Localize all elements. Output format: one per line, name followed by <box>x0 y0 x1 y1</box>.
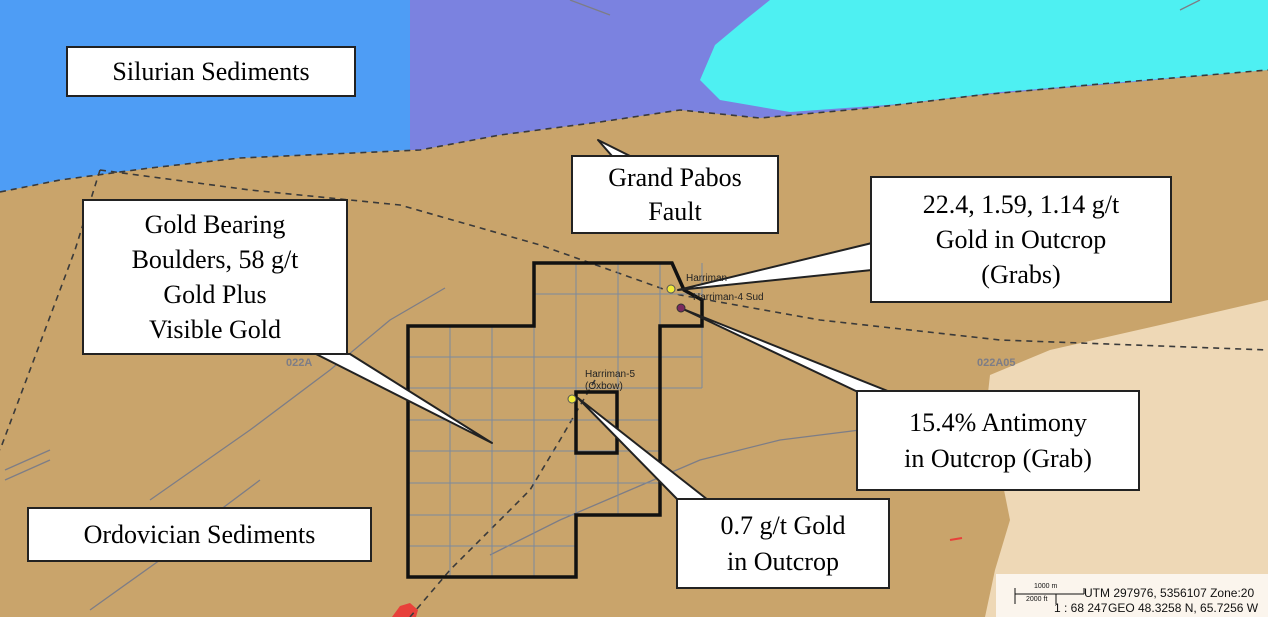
claim-grid <box>408 263 703 577</box>
cyan-unit <box>700 0 1268 112</box>
fault-diagonal <box>99 169 1268 351</box>
label-harriman-5: Harriman-5 <box>585 369 636 380</box>
label-harriman-4-sud: Harriman-4 Sud <box>693 292 764 303</box>
scale-bar <box>1014 588 1085 604</box>
boulders-callout: Gold Bearing Boulders, 58 g/t Gold Plus … <box>82 199 348 355</box>
boulders-callout-line: Gold Plus <box>163 280 267 309</box>
lineament <box>1179 0 1201 11</box>
utm-readout: UTM 297976, 5356107 Zone:20 <box>1084 586 1255 600</box>
sheet-label-left: 022A <box>286 357 313 369</box>
red-patch <box>392 603 418 617</box>
antimony-callout-line: 15.4% Antimony <box>909 407 1087 437</box>
oxbow-block-outline <box>574 390 619 455</box>
grabs-callout-line: 22.4, 1.59, 1.14 g/t <box>922 190 1120 219</box>
outcrop-callout-line: 0.7 g/t Gold <box>720 510 846 540</box>
grabs-callout-line: (Grabs) <box>981 260 1061 289</box>
fault-callout-line: Fault <box>648 196 702 226</box>
outcrop-callout-line: in Outcrop <box>727 546 839 576</box>
scale-m-label: 1000 m <box>1034 583 1058 590</box>
geo-readout: GEO 48.3258 N, 65.7256 W <box>1108 601 1259 615</box>
scale-ft-label: 2000 ft <box>1026 596 1048 603</box>
scale-coordinates-panel: 1000 m 2000 ft 1 : 68 247 UTM 297976, 53… <box>996 574 1268 617</box>
showing-harriman[interactable] <box>666 284 676 294</box>
fault-callout: Grand Pabos Fault <box>571 155 779 234</box>
lineament <box>4 459 51 481</box>
showing-harriman-4-sud[interactable] <box>676 303 686 313</box>
showing-harriman-5[interactable] <box>567 394 577 404</box>
sheet-label-right: 022A05 <box>977 357 1016 369</box>
outcrop-callout: 0.7 g/t Gold in Outcrop <box>676 498 890 589</box>
fault-callout-line: Grand Pabos <box>608 162 742 192</box>
silurian-label: Silurian Sediments <box>112 56 310 86</box>
lineament <box>4 449 51 471</box>
label-harriman-5-sub: (Oxbow) <box>585 381 623 392</box>
grid-horizontal-lines <box>408 293 702 547</box>
antimony-callout: 15.4% Antimony in Outcrop (Grab) <box>856 390 1140 491</box>
fault-sw <box>409 379 596 617</box>
red-dash <box>949 537 963 541</box>
label-harriman: Harriman <box>686 273 728 284</box>
boulders-callout-line: Visible Gold <box>148 315 282 344</box>
ordovician-label: Ordovician Sediments <box>83 519 316 549</box>
ordovician-label-box: Ordovician Sediments <box>27 507 372 562</box>
callout-pointers <box>315 139 891 501</box>
lineament <box>149 287 446 501</box>
silurian-label-box: Silurian Sediments <box>66 46 356 97</box>
lineament <box>569 0 611 16</box>
antimony-callout-line: in Outcrop (Grab) <box>904 443 1092 473</box>
boulders-callout-line: Boulders, 58 g/t <box>131 245 299 274</box>
fault-grand-pabos <box>0 69 1268 193</box>
grabs-callout-line: Gold in Outcrop <box>935 225 1107 254</box>
scale-ratio: 1 : 68 247 <box>1054 601 1108 615</box>
grabs-callout: 22.4, 1.59, 1.14 g/t Gold in Outcrop (Gr… <box>870 176 1172 303</box>
boulders-callout-line: Gold Bearing <box>144 210 286 239</box>
